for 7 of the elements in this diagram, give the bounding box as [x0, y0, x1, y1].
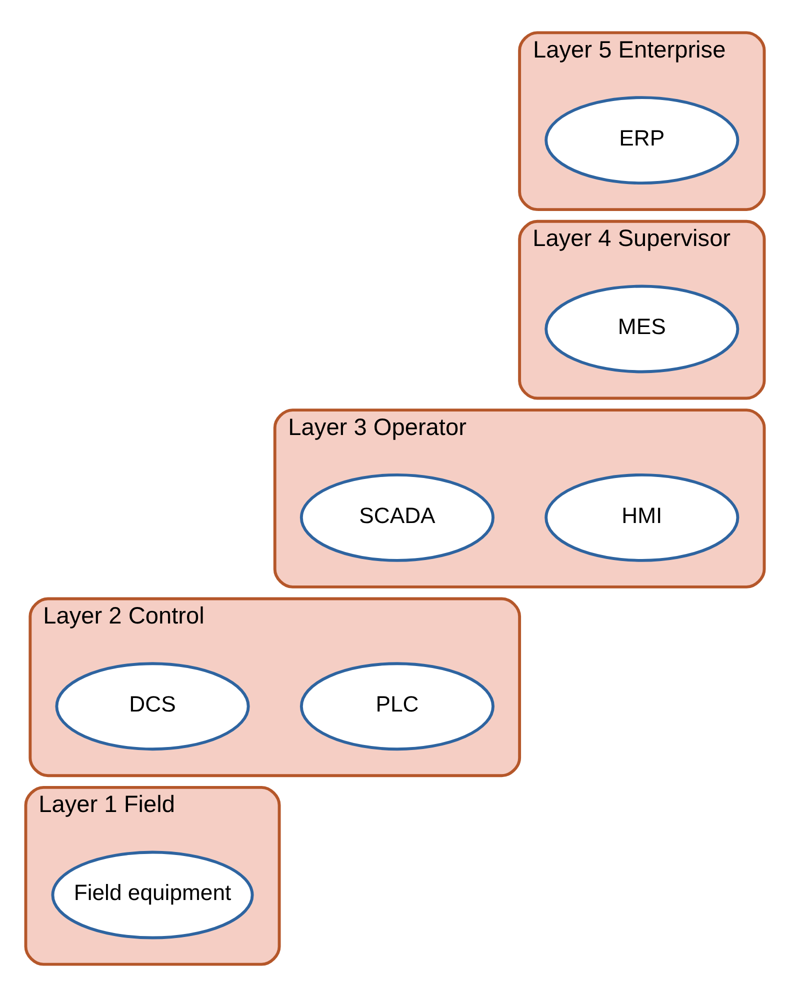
- node-ellipse: MES: [544, 284, 740, 373]
- node-ellipse: HMI: [544, 472, 740, 562]
- node-ellipse: PLC: [300, 662, 494, 750]
- node-ellipse: SCADA: [300, 472, 494, 562]
- node-ellipse: Field equipment: [51, 850, 254, 939]
- node-ellipse: DCS: [55, 662, 250, 750]
- node-ellipse: ERP: [544, 96, 740, 184]
